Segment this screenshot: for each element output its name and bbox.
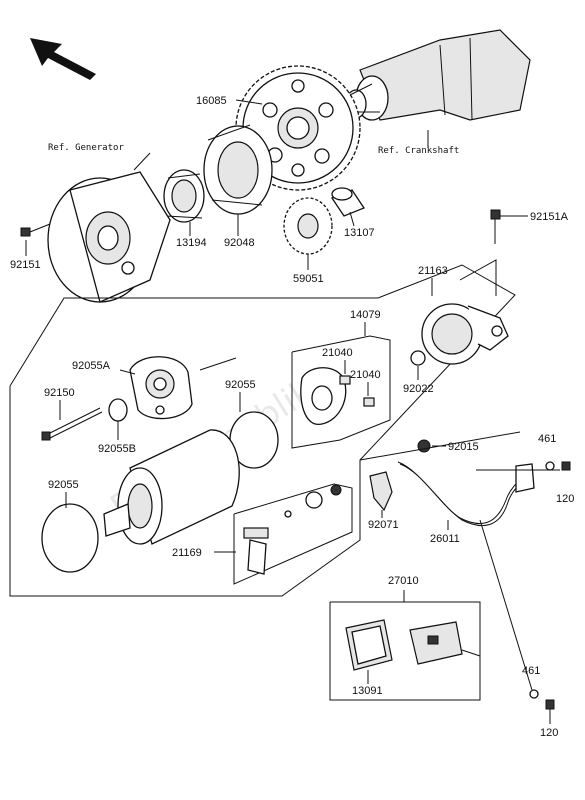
cable-26011	[397, 461, 525, 525]
relay-box	[329, 601, 481, 701]
generator-rotor	[47, 171, 171, 303]
bolt-92151A	[490, 209, 501, 244]
part-label-21163: 21163	[418, 265, 448, 277]
part-label-92055-upper: 92055	[225, 379, 256, 391]
part-label-92048: 92048	[224, 237, 255, 249]
part-label-92055B: 92055B	[98, 443, 136, 455]
part-label-92055-lower: 92055	[48, 479, 79, 491]
oring-92055B	[108, 398, 128, 422]
terminal-kit-box	[233, 483, 353, 585]
part-label-13107: 13107	[344, 227, 375, 239]
part-label-21040-b: 21040	[350, 369, 381, 381]
part-label-16085: 16085	[196, 95, 227, 107]
part-label-92015: 92015	[448, 441, 479, 453]
washer-461-upper	[545, 461, 555, 471]
rear-cover	[129, 356, 193, 420]
terminal-parts-21169	[243, 484, 342, 575]
ref-generator-label: Ref. Generator	[48, 143, 124, 153]
part-label-14079: 14079	[350, 309, 381, 321]
brush-21040	[339, 375, 375, 407]
part-label-92071: 92071	[368, 519, 399, 531]
starter-relay	[409, 621, 481, 665]
shaft-13107	[331, 187, 365, 217]
starter-clutch-92048	[203, 124, 273, 215]
bolt-92150	[41, 407, 103, 441]
relay-cover-13091	[345, 619, 393, 671]
part-label-120-upper: 120	[556, 493, 574, 505]
part-label-21169: 21169	[172, 547, 202, 559]
brush-plate-14079	[300, 367, 347, 425]
part-label-92150: 92150	[44, 387, 75, 399]
part-label-92022: 92022	[403, 383, 434, 395]
part-label-461-upper: 461	[538, 433, 556, 445]
brush-holder-box	[291, 335, 391, 449]
one-way-clutch-13194	[163, 169, 205, 223]
ref-crankshaft-label: Ref. Crankshaft	[378, 146, 459, 156]
part-label-13194: 13194	[176, 237, 207, 249]
washer-461-lower	[529, 689, 539, 699]
crankshaft-drawing	[339, 29, 531, 121]
nut-92015	[417, 439, 431, 453]
front-arrow-icon	[30, 38, 96, 80]
idle-gear-59051	[283, 197, 333, 255]
oring-92055-lower	[41, 503, 99, 573]
cap-92071	[369, 471, 393, 512]
oring-92022	[410, 350, 426, 366]
assembly-outline	[9, 264, 516, 597]
bolt-120-lower	[545, 699, 555, 710]
part-label-92055A: 92055A	[72, 360, 111, 372]
part-label-461-lower: 461	[522, 665, 540, 677]
part-label-59051: 59051	[293, 273, 324, 285]
part-label-92151: 92151	[10, 259, 41, 271]
part-label-13091: 13091	[352, 685, 383, 697]
part-label-120-lower: 120	[540, 727, 558, 739]
starter-cover-21163	[421, 303, 509, 365]
part-label-26011: 26011	[430, 533, 460, 545]
part-label-27010: 27010	[388, 575, 419, 587]
bolt-120-upper	[561, 461, 571, 471]
part-label-92151A: 92151A	[530, 211, 569, 223]
part-label-21040-a: 21040	[322, 347, 353, 359]
bolt-92151	[20, 223, 51, 237]
starter-motor-body	[103, 429, 240, 545]
